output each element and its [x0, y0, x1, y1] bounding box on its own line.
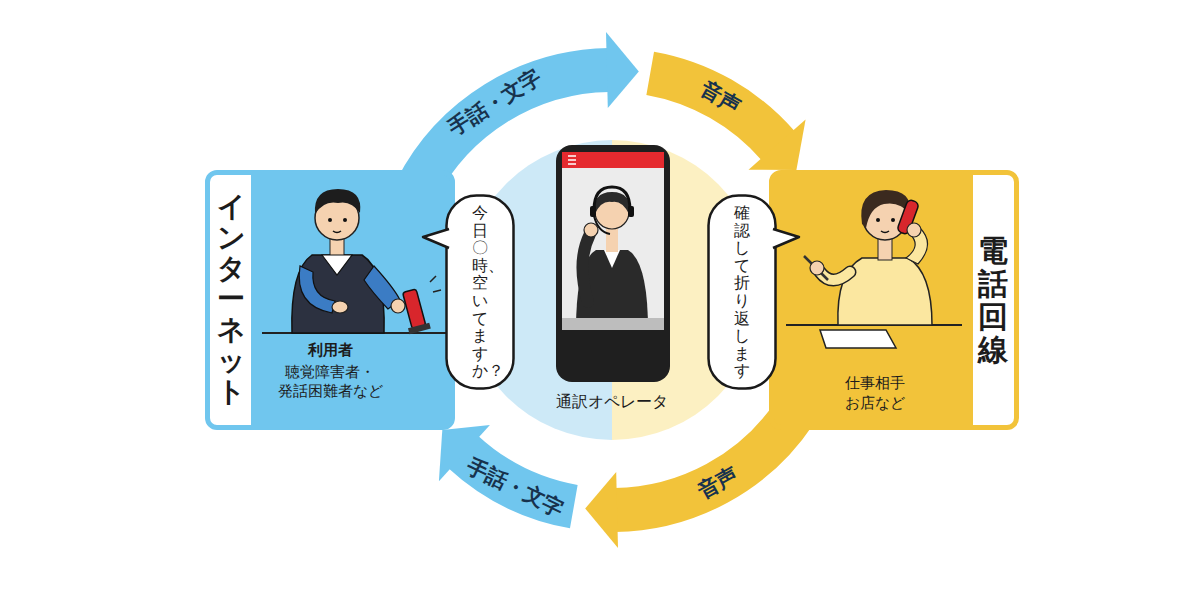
arrow-shaft [650, 73, 778, 146]
label-text: 聴覚障害者・ 発話困難者など [273, 363, 387, 402]
label-text: 仕事相手 お店など [838, 374, 913, 413]
bubble-body [709, 196, 776, 389]
arrow-head [606, 32, 639, 108]
arrow-head [585, 472, 618, 548]
arrow-head [749, 119, 806, 170]
bubble-body [447, 196, 514, 389]
text-group: 通訳オペレータ [462, 392, 762, 413]
speech-bubble: 今日〇時、空いてますか？ [445, 194, 515, 390]
text-group: インターネット [217, 192, 245, 408]
vertical-label: 電話回線 [978, 234, 1008, 366]
speech-bubble: 確認して折り返します [707, 194, 777, 390]
phone-line-panel: 電話回線仕事相手 お店など [769, 170, 1019, 430]
text-group: 電話回線 [978, 234, 1008, 366]
label-text: 利用者 [250, 341, 410, 361]
text-group: 利用者聴覚障害者・ 発話困難者など [250, 341, 410, 402]
vertical-label: インターネット [217, 192, 245, 408]
vertical-label: 今日〇時、空いてますか？ [472, 204, 488, 380]
internet-panel: インターネット利用者聴覚障害者・ 発話困難者など [205, 170, 455, 430]
vertical-label: 確認して折り返します [734, 204, 750, 380]
text-group: 仕事相手 お店など [810, 372, 940, 413]
label-text: 通訳オペレータ [462, 392, 762, 413]
bubble-tail [423, 229, 449, 248]
